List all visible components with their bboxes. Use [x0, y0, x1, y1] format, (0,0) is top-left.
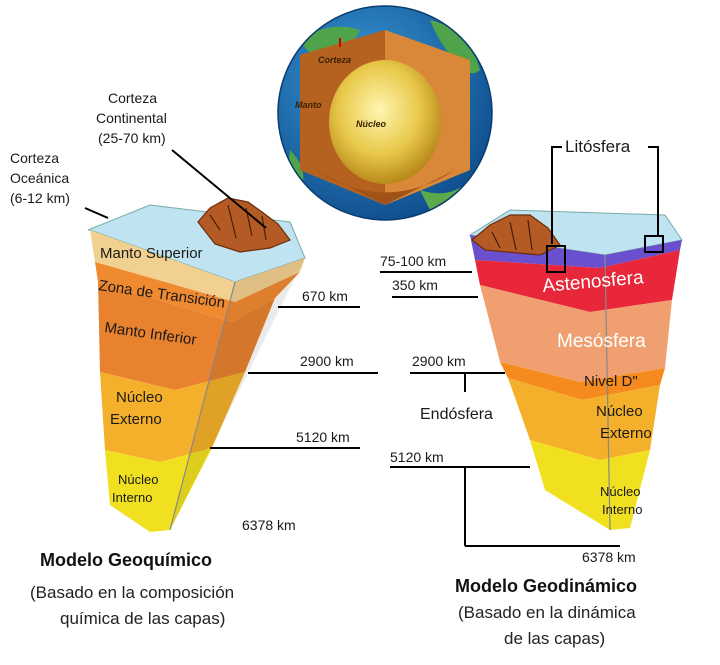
right-nivel-d: Nivel D" [584, 373, 638, 390]
left-depth-5120: 5120 km [296, 429, 350, 445]
right-earth-wedge [468, 209, 683, 531]
right-depth-75-100: 75-100 km [380, 253, 446, 269]
right-depth-5120: 5120 km [390, 449, 444, 465]
left-corteza-oceanica-l1: Corteza [10, 150, 59, 166]
globe-nucleo-label: Núcleo [356, 119, 387, 129]
right-mesosfera: Mesósfera [557, 331, 646, 352]
left-corteza-oceanica-l2: Oceánica [10, 170, 69, 186]
right-litosfera-label: Litósfera [565, 137, 631, 156]
right-model-subtitle-l2: de las capas) [504, 629, 605, 648]
left-corteza-oceanica-l3: (6-12 km) [10, 190, 70, 206]
right-nucleo-externo-l1: Núcleo [596, 403, 643, 420]
left-nucleo-externo-l2: Externo [110, 411, 162, 428]
left-manto-superior: Manto Superior [100, 245, 203, 262]
right-nucleo-interno-l1: Núcleo [600, 484, 640, 499]
right-model-title: Modelo Geodinámico [455, 576, 637, 596]
left-nucleo-interno-l1: Núcleo [118, 472, 158, 487]
left-earth-wedge [87, 197, 306, 532]
right-nucleo-interno-l2: Interno [602, 502, 642, 517]
right-nucleo-externo-l2: Externo [600, 425, 652, 442]
left-model-subtitle-l1: (Basado en la composición [30, 583, 234, 602]
left-corteza-continental-l1: Corteza [108, 90, 157, 106]
right-depth-350: 350 km [392, 277, 438, 293]
right-depth-2900: 2900 km [412, 353, 466, 369]
right-depth-6378: 6378 km [582, 549, 636, 565]
left-nucleo-interno-l2: Interno [112, 490, 152, 505]
right-endosfera-label: Endósfera [420, 406, 493, 423]
left-depth-670: 670 km [302, 288, 348, 304]
left-corteza-continental-l3: (25-70 km) [98, 130, 166, 146]
left-depth-6378: 6378 km [242, 517, 296, 533]
globe-manto-label: Manto [295, 100, 322, 110]
left-corteza-continental-l2: Continental [96, 110, 167, 126]
left-model-subtitle-l2: química de las capas) [60, 609, 225, 628]
left-nucleo-externo-l1: Núcleo [116, 389, 163, 406]
left-depth-2900: 2900 km [300, 353, 354, 369]
globe-corteza-label: Corteza [318, 55, 351, 65]
left-model-title: Modelo Geoquímico [40, 550, 212, 570]
right-model-subtitle-l1: (Basado en la dinámica [458, 603, 636, 622]
earth-globe: Corteza Manto Núcleo [277, 5, 493, 221]
